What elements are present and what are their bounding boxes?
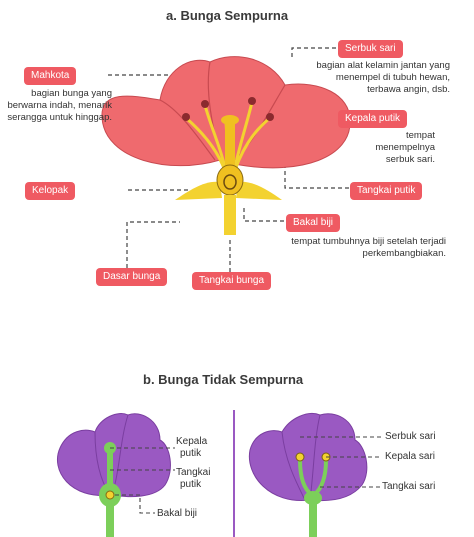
tangkai-putik-leader-line [284,150,349,189]
serbuk-sari-b-label: Serbuk sari [385,431,436,442]
mahkota-badge: Mahkota [24,67,77,85]
kepala-sari-b-label: Kepala sari [385,451,436,462]
dasar-bunga-badge: Dasar bunga [96,268,168,286]
serbuk-sari-leader-line [291,47,336,60]
sepals-yellow [175,181,282,200]
anthers [182,97,274,121]
kepala-putik-b-label-1: Kepala [176,436,208,447]
dasar-bunga-leader-line [126,221,180,268]
bakal-biji-b-leader-line [115,494,155,514]
bakal-biji-description: tempat tumbuhnya biji setelah terjadi pe… [291,236,446,259]
tangkai-putik-b-label-1: Tangkai [176,467,211,478]
pistil-only-flower [56,413,171,537]
serbuk-sari-badge: Serbuk sari [338,40,403,58]
kepala-putik-badge: Kepala putik [338,110,408,128]
tangkai-putik-b-label-2: putik [180,479,202,490]
section-b-title: b. Bunga Tidak Sempurna [143,372,304,387]
bakal-biji-badge: Bakal biji [286,214,341,232]
kelopak-badge: Kelopak [25,182,76,200]
stamen-only-flower [248,413,368,537]
kepala-putik-description: tempat menempelnya serbuk sari. [375,130,435,165]
flower-stalk [224,195,236,235]
tangkai-sari-b-label: Tangkai sari [382,481,436,492]
section-a-title: a. Bunga Sempurna [166,8,289,23]
bakal-biji-b-label: Bakal biji [157,508,198,519]
tangkai-putik-badge: Tangkai putik [350,182,423,200]
bakal-biji-leader-line [243,205,284,222]
pistil [216,115,244,196]
kepala-putik-b-label-2: putik [180,448,202,459]
tangkai-bunga-badge: Tangkai bunga [192,272,272,290]
serbuk-sari-description: bagian alat kelamin jantan yang menempel… [316,60,450,95]
mahkota-description: bagian bunga yang berwarna indah, menari… [7,88,112,123]
